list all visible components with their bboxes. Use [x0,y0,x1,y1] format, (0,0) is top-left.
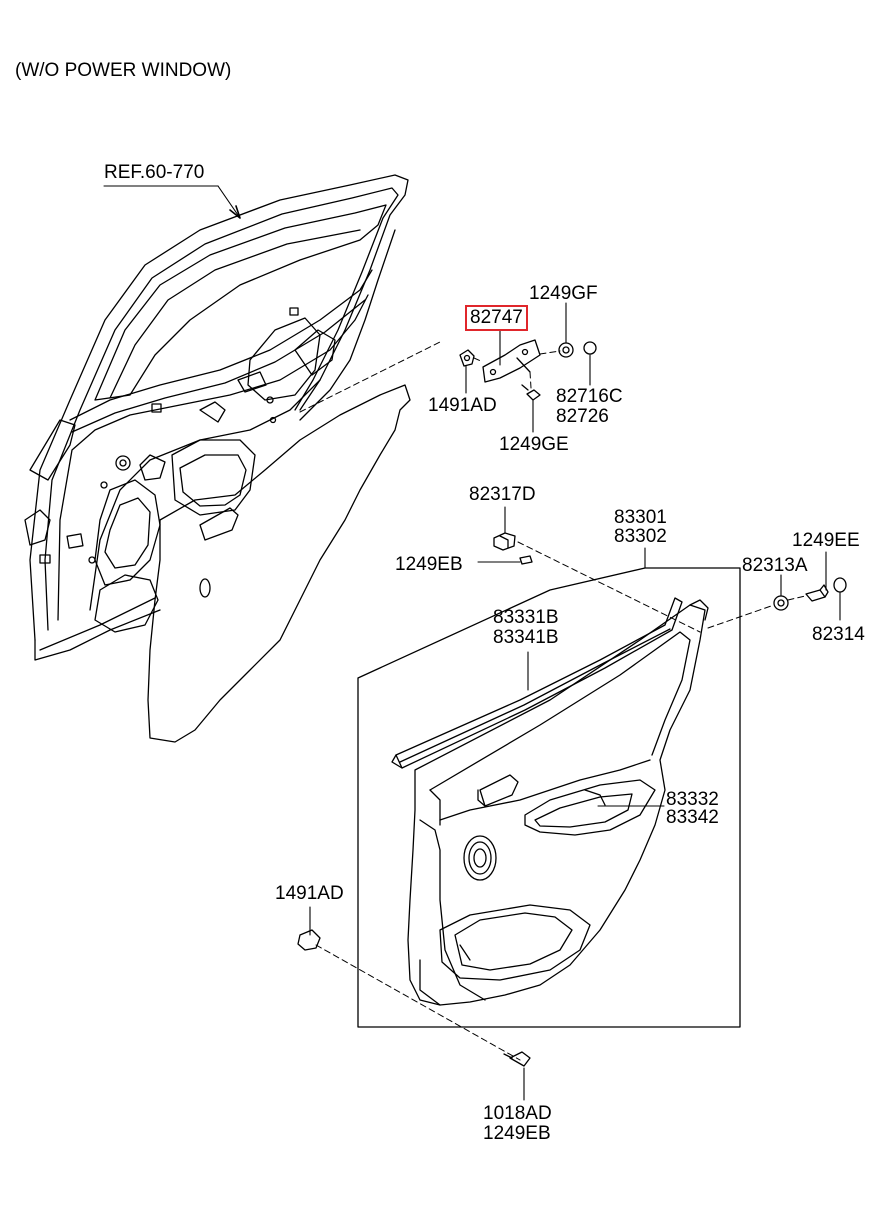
dashed-assembly-lines [299,341,806,1061]
part-label-82317D[interactable]: 82317D [469,484,536,505]
door-trim-panel-drawing [407,599,709,1006]
cap-82314 [833,577,847,593]
clip-1491AD-bottom [297,929,321,951]
part-label-83301[interactable]: 83301 [614,507,667,528]
screw-1249EB-mid [519,555,533,565]
part-label-82716C[interactable]: 82716C [556,386,623,407]
diagram-caption: (W/O POWER WINDOW) [15,60,232,81]
assembly-box-outline [357,567,741,1028]
part-label-1249EB-mid[interactable]: 1249EB [395,554,463,575]
washer-1249GF [558,342,574,358]
part-label-83302[interactable]: 83302 [614,526,667,547]
part-label-1491AD-top[interactable]: 1491AD [428,395,497,416]
part-label-1491AD-bottom[interactable]: 1491AD [275,883,344,904]
belt-weatherstrip-drawing [391,597,683,769]
part-label-82726[interactable]: 82726 [556,406,609,427]
vapor-barrier-sheet [147,384,411,743]
part-label-83331B[interactable]: 83331B [493,607,559,628]
nut-1491AD-top [459,349,475,367]
part-label-1249GF[interactable]: 1249GF [529,283,598,304]
part-label-83332[interactable]: 83332 [666,789,719,810]
part-label-1249EB-bottom[interactable]: 1249EB [483,1123,551,1144]
part-label-82313A[interactable]: 82313A [742,555,808,576]
part-label-83342[interactable]: 83342 [666,807,719,828]
screw-1018AD [503,1051,531,1067]
screw-1249EE [805,584,829,602]
part-label-1249GE[interactable]: 1249GE [499,434,569,455]
clip-82317D-drawing [493,532,516,551]
ref-label[interactable]: REF.60-770 [104,162,205,183]
screw-1249GE [521,384,541,401]
part-label-82314[interactable]: 82314 [812,624,865,645]
part-label-1018AD[interactable]: 1018AD [483,1103,552,1124]
part-label-1249EE[interactable]: 1249EE [792,530,860,551]
cap-82716C [583,341,597,355]
grommet-82313A [773,595,789,611]
door-frame-drawing [24,174,409,661]
bracket-82747-drawing [482,339,541,383]
part-label-83341B[interactable]: 83341B [493,627,559,648]
part-label-82747-highlighted[interactable]: 82747 [465,305,528,331]
leader-lines [103,185,841,1101]
